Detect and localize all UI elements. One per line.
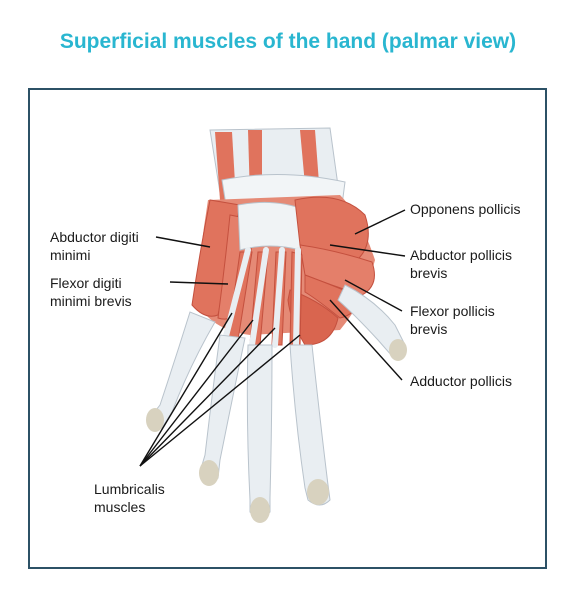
page-title: Superficial muscles of the hand (palmar … [59, 30, 517, 53]
little-finger [146, 311, 216, 432]
label-line: brevis [410, 321, 448, 337]
label-line: minimi [50, 247, 91, 263]
leader-lines [139, 209, 406, 467]
label-line: Opponens pollicis [410, 201, 521, 217]
flexor-tendons [222, 247, 301, 348]
label-line: minimi brevis [50, 293, 132, 309]
label-line: Lumbricalis [94, 481, 165, 497]
middle-finger [246, 344, 273, 523]
ring-finger [199, 334, 246, 486]
diagram-frame [28, 88, 547, 569]
label-flexor-pollicis-brevis: Flexor pollicis brevis [410, 302, 495, 338]
label-line: muscles [94, 499, 146, 515]
thumb [337, 284, 407, 361]
label-line: Flexor digiti [50, 275, 122, 291]
palmar-aponeurosis [237, 201, 306, 251]
label-opponens-pollicis: Opponens pollicis [410, 200, 521, 218]
label-line: brevis [410, 265, 448, 281]
index-finger [289, 344, 331, 506]
label-abductor-pollicis-brevis: Abductor pollicis brevis [410, 246, 512, 282]
label-flexor-digiti-minimi-brevis: Flexor digiti minimi brevis [50, 274, 132, 310]
label-line: Abductor digiti [50, 229, 139, 245]
label-lumbricalis: Lumbricalis muscles [94, 480, 165, 516]
label-adductor-pollicis: Adductor pollicis [410, 372, 512, 390]
label-line: Flexor pollicis [410, 303, 495, 319]
label-line: Abductor pollicis [410, 247, 512, 263]
label-abductor-digiti-minimi: Abductor digiti minimi [50, 228, 139, 264]
label-line: Adductor pollicis [410, 373, 512, 389]
